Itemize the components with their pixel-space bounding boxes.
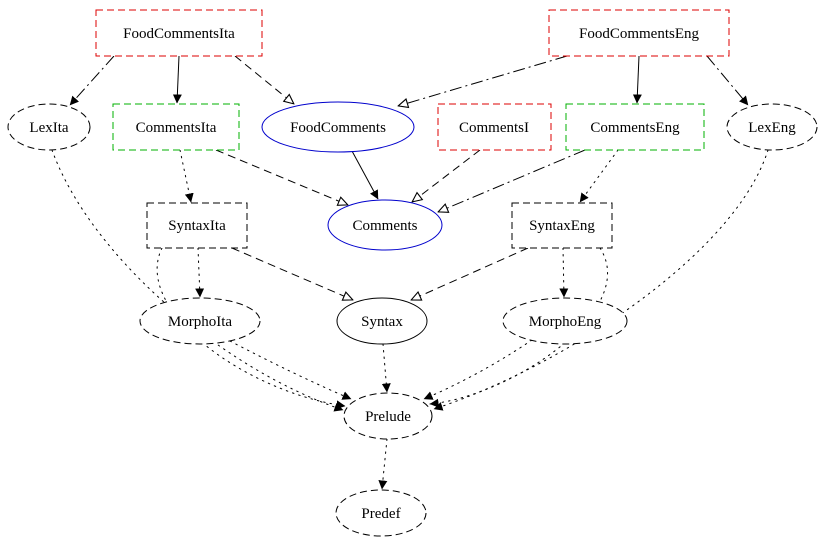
edge-syntaxita-to-syntax [231, 247, 353, 300]
edge-morphoeng-to-prelude [423, 339, 533, 400]
edge-lexeng-to-prelude [433, 149, 769, 411]
edge-foodcomments-to-comments [351, 150, 379, 200]
node-commentsi-shape [437, 103, 552, 151]
edge-foodcommentsita-to-lexita [69, 55, 115, 106]
node-prelude-shape [343, 392, 433, 440]
edge-commentsita-to-comments [215, 149, 348, 205]
node-commentsita-label: CommentsIta [136, 120, 217, 136]
edge-syntaxita-to-prelude [156, 247, 346, 410]
edge-commentsi-to-comments [412, 149, 481, 202]
node-commentsi-label: CommentsI [459, 120, 529, 136]
node-predef: Predef [335, 489, 427, 537]
edge-prelude-to-predef [378, 438, 388, 490]
node-syntaxeng-shape [511, 202, 613, 249]
node-syntax: Syntax [336, 297, 428, 345]
node-foodcomments-shape [261, 101, 415, 153]
node-syntaxita-shape [146, 202, 248, 249]
node-predef-shape [335, 489, 427, 537]
node-lexeng: LexEng [726, 103, 818, 151]
node-syntax-label: Syntax [361, 314, 403, 330]
node-comments-shape [327, 199, 443, 251]
node-syntaxita: SyntaxIta [146, 202, 248, 249]
node-lexita-label: LexIta [29, 120, 68, 136]
node-lexita: LexIta [7, 103, 91, 151]
node-foodcommentseng: FoodCommentsEng [548, 9, 730, 57]
node-lexeng-label: LexEng [748, 120, 796, 136]
edge-syntaxeng-to-morphoeng [559, 247, 569, 298]
edge-foodcommentsita-to-foodcomments [234, 55, 294, 104]
edge-syntaxita-to-morphoita [195, 247, 205, 298]
node-layer: FoodCommentsIta FoodCommentsEng LexIta C… [7, 9, 818, 537]
edge-syntaxeng-to-syntax [411, 247, 529, 300]
node-morphoeng-label: MorphoEng [529, 314, 602, 330]
node-commentsita-shape [112, 103, 240, 151]
node-foodcomments-label: FoodComments [290, 120, 386, 136]
node-morphoita-shape [139, 297, 261, 345]
edge-commentsita-to-syntaxita [179, 149, 194, 203]
node-syntax-shape [336, 297, 428, 345]
node-commentsi: CommentsI [437, 103, 552, 151]
node-syntaxeng: SyntaxEng [511, 202, 613, 249]
node-foodcomments: FoodComments [261, 101, 415, 153]
edge-commentseng-to-syntaxeng [579, 149, 619, 203]
edge-morphoita-to-prelude [229, 340, 352, 400]
node-predef-label: Predef [361, 506, 400, 522]
node-lexita-shape [7, 103, 91, 151]
edge-layer [51, 55, 769, 490]
node-syntaxeng-label: SyntaxEng [529, 218, 595, 234]
edge-foodcommentseng-to-lexeng [706, 55, 749, 106]
edge-syntax-to-prelude [381, 343, 391, 393]
node-comments-label: Comments [352, 218, 417, 234]
edge-lexita-to-prelude [51, 149, 344, 412]
node-foodcommentsita-shape [95, 9, 263, 57]
node-foodcommentsita: FoodCommentsIta [95, 9, 263, 57]
node-prelude-label: Prelude [365, 409, 411, 425]
node-foodcommentseng-shape [548, 9, 730, 57]
edge-foodcommentseng-to-foodcomments [398, 55, 568, 106]
node-foodcommentsita-label: FoodCommentsIta [123, 26, 235, 42]
node-commentseng-shape [565, 103, 705, 151]
edge-foodcommentsita-to-commentsita [172, 55, 182, 104]
node-foodcommentseng-label: FoodCommentsEng [579, 26, 700, 42]
node-morphoeng: MorphoEng [502, 297, 628, 345]
node-comments: Comments [327, 199, 443, 251]
edge-commentseng-to-comments [438, 149, 586, 212]
node-prelude: Prelude [343, 392, 433, 440]
node-morphoita: MorphoIta [139, 297, 261, 345]
node-syntaxita-label: SyntaxIta [168, 218, 226, 234]
node-commentseng: CommentsEng [565, 103, 705, 151]
node-morphoeng-shape [502, 297, 628, 345]
node-commentseng-label: CommentsEng [590, 120, 680, 136]
edge-syntaxeng-to-prelude [429, 247, 608, 408]
edge-foodcommentseng-to-commentseng [632, 55, 642, 104]
node-commentsita: CommentsIta [112, 103, 240, 151]
node-morphoita-label: MorphoIta [168, 314, 232, 330]
node-lexeng-shape [726, 103, 818, 151]
